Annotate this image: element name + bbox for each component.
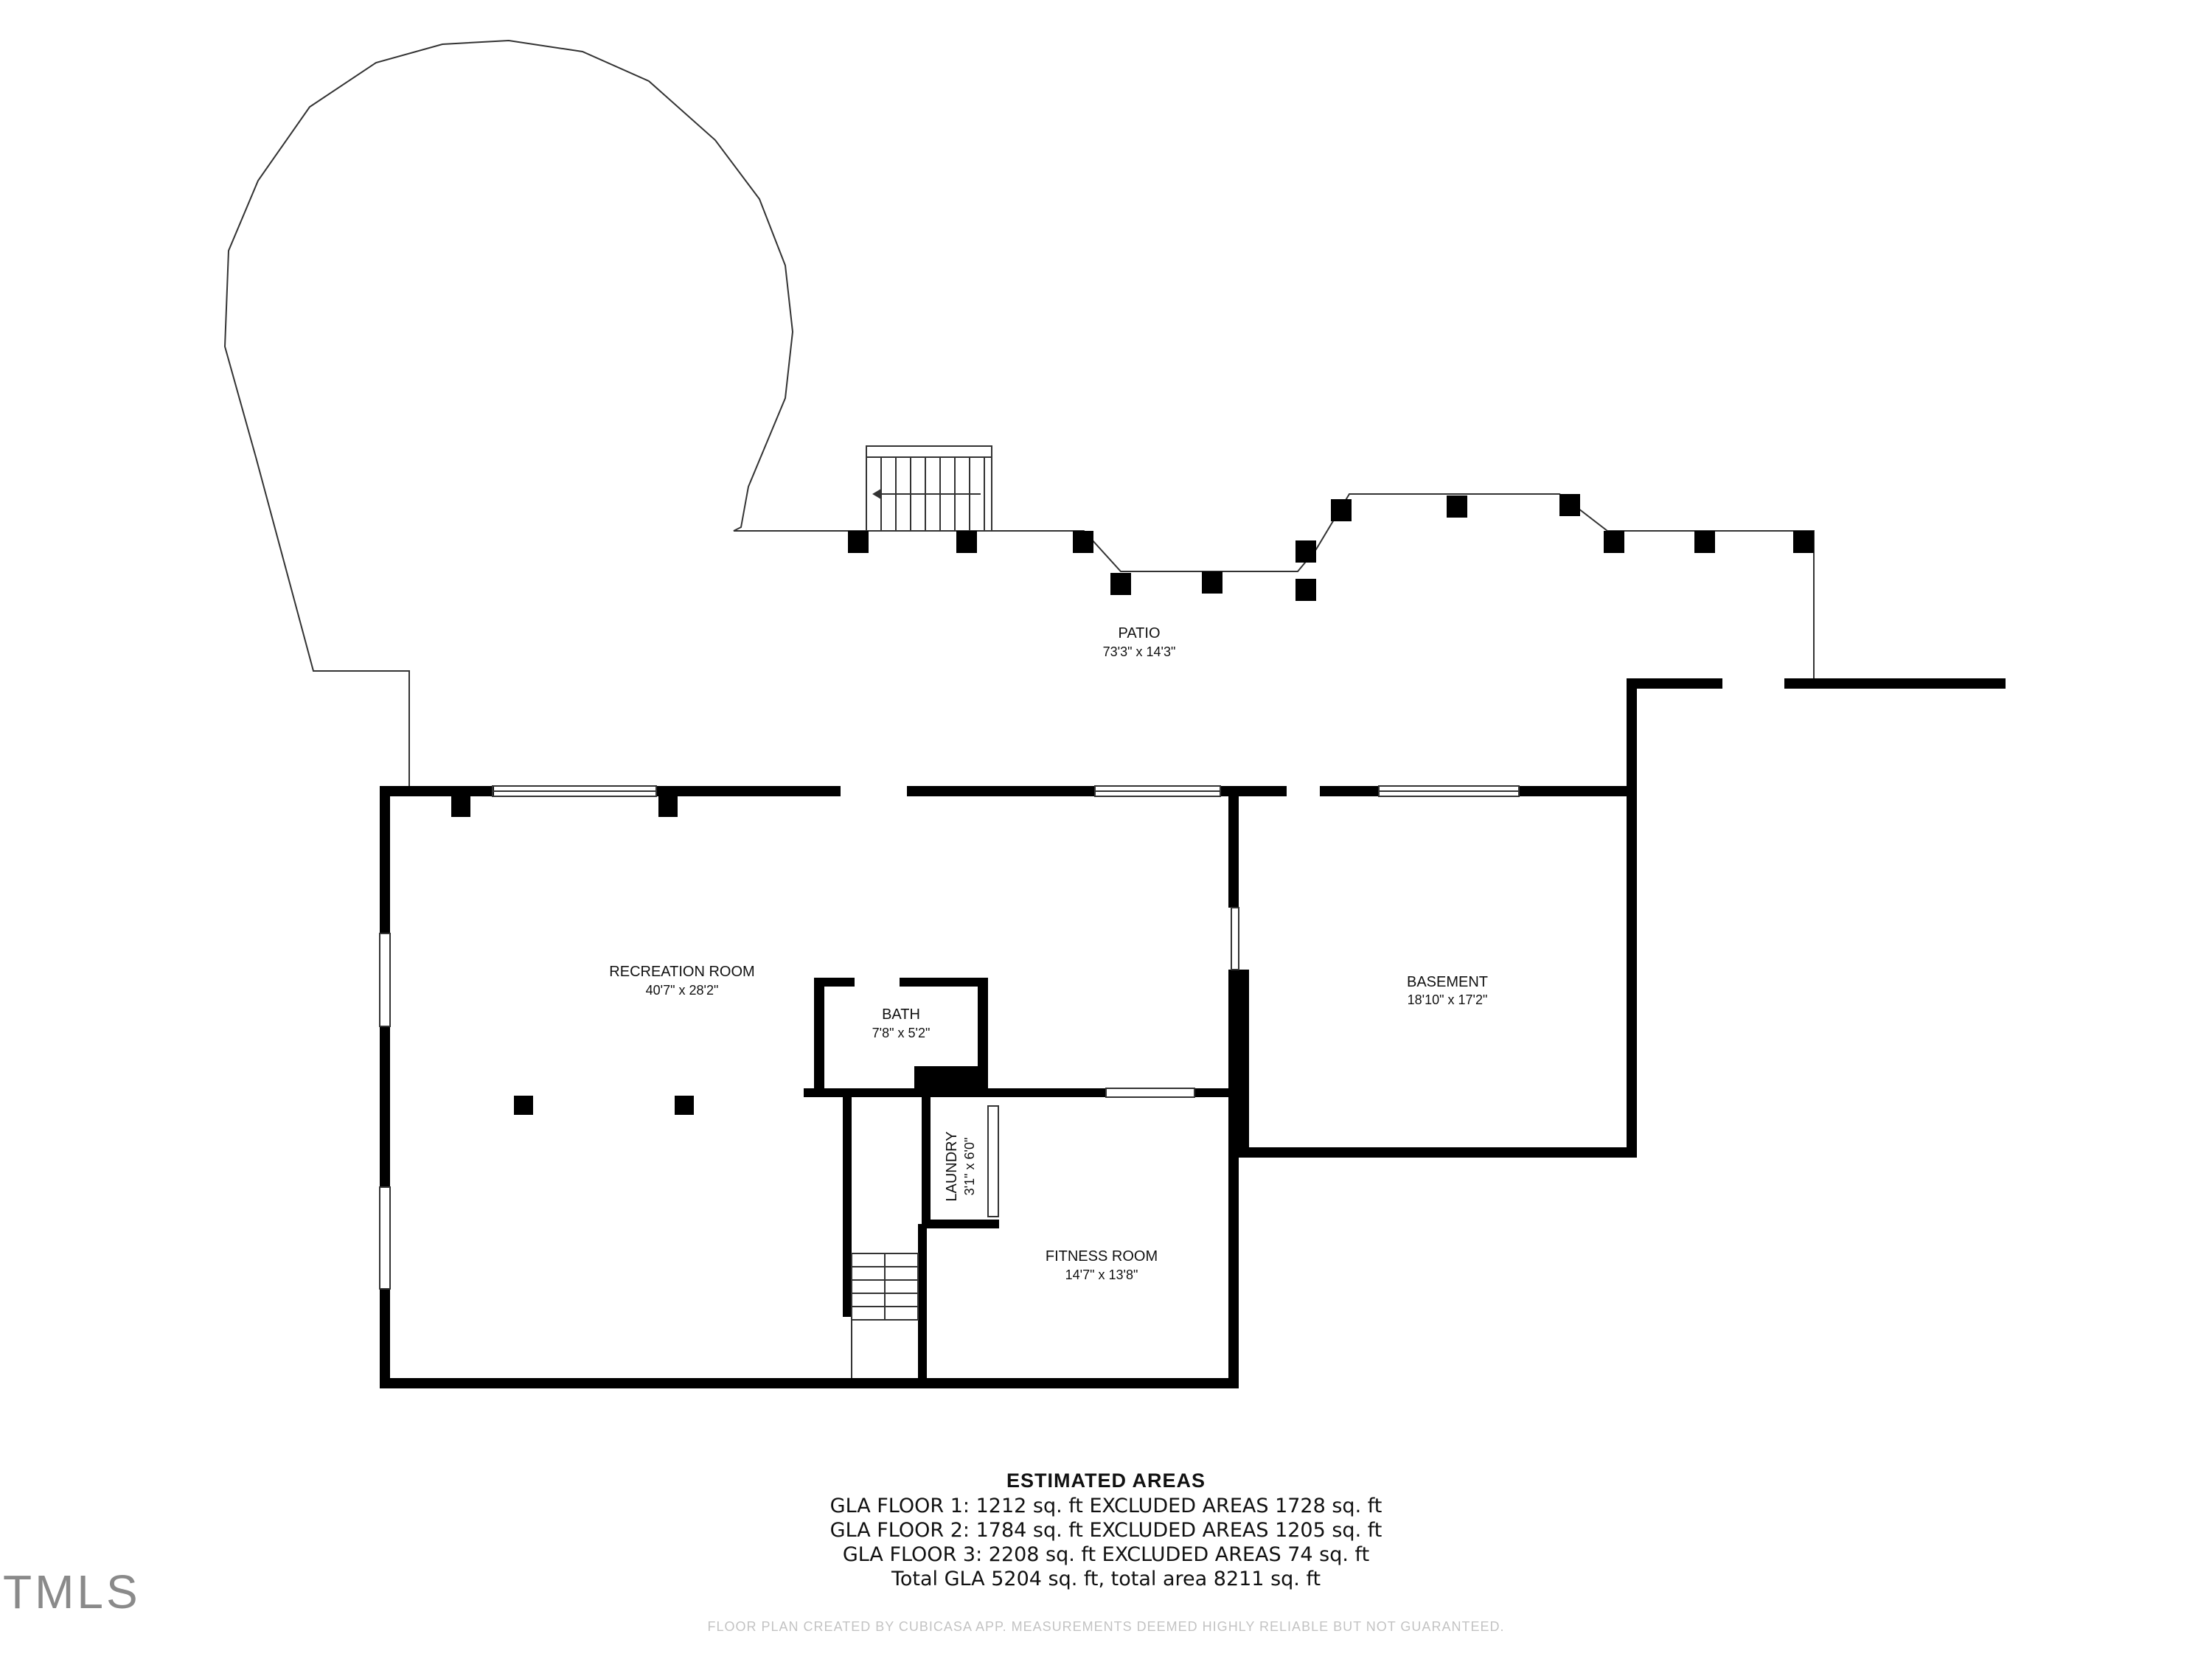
recreation-room-dimensions: 40'7" x 28'2" [646,983,719,998]
area-line: GLA FLOOR 1: 1212 sq. ft EXCLUDED AREAS … [830,1495,1382,1517]
laundry-dimensions: 3'1" x 6'0" [962,1138,977,1196]
interior-columns [451,796,694,1115]
bath-dimensions: 7'8" x 5'2" [872,1026,931,1040]
recreation-room-label: RECREATION ROOM [609,964,754,980]
estimated-areas-title: ESTIMATED AREAS [1006,1470,1206,1492]
basement-label: BASEMENT [1407,974,1488,990]
basement-dimensions: 18'10" x 17'2" [1408,992,1488,1007]
area-line: Total GLA 5204 sq. ft, total area 8211 s… [891,1568,1321,1590]
patio-columns [848,494,1814,601]
estimated-areas-block: ESTIMATED AREAS GLA FLOOR 1: 1212 sq. ft… [0,1467,2212,1591]
building-walls [380,678,2006,1388]
mls-logo: TMLS [3,1565,141,1618]
patio-dimensions: 73'3" x 14'3" [1103,644,1176,659]
fitness-room-label: FITNESS ROOM [1046,1248,1158,1265]
bath-label: BATH [882,1006,920,1023]
fitness-room-dimensions: 14'7" x 13'8" [1065,1267,1138,1282]
area-line: GLA FLOOR 3: 2208 sq. ft EXCLUDED AREAS … [842,1543,1370,1566]
patio-outline [223,39,1815,789]
patio-label: PATIO [1118,625,1160,641]
footer-note: FLOOR PLAN CREATED BY CUBICASA APP. MEAS… [707,1619,1505,1634]
laundry-label: LAUNDRY [944,1131,960,1201]
patio-stairs [866,445,992,532]
area-line: GLA FLOOR 2: 1784 sq. ft EXCLUDED AREAS … [830,1519,1382,1542]
windows-and-openings [379,785,1520,1378]
